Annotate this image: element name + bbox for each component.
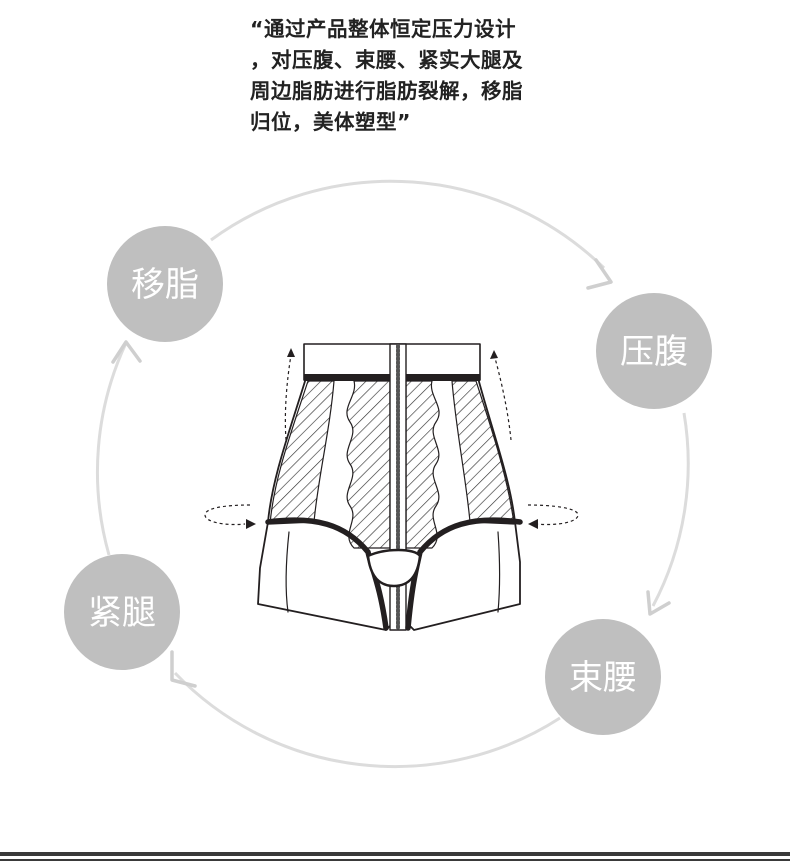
cycle-arrowhead-1 — [586, 258, 613, 290]
garment-center-panel-right — [405, 380, 440, 549]
stage-bubble-1: 移脂 — [107, 226, 223, 342]
garment-crotch-panel — [366, 548, 422, 588]
cycle-arc-bottom — [173, 671, 561, 769]
cycle-arc-top — [210, 179, 606, 270]
description-quote: “通过产品整体恒定压力设计 ，对压腹、束腰、紧实大腿及 周边脂肪进行脂肪裂解，移… — [250, 14, 590, 138]
bottom-divider-thin — [0, 859, 790, 861]
garment-leg-seam-right — [497, 531, 501, 613]
lift-arrow-icon — [284, 348, 512, 441]
stage-bubble-4: 紧腿 — [64, 554, 180, 670]
rotation-arrowhead-right — [528, 519, 538, 529]
stage-label: 束腰 — [569, 658, 637, 698]
bottom-divider — [0, 852, 790, 856]
garment-center-panel-left — [346, 380, 391, 549]
cycle-arrowhead-2 — [646, 590, 671, 616]
cycle-arc-right — [651, 412, 690, 607]
cycle-ring — [95, 179, 690, 769]
rotation-arrow-right — [527, 504, 579, 526]
garment-hip-seam — [265, 517, 523, 631]
garment-leg-seam-left — [285, 531, 290, 613]
garment-side-panel-left — [269, 380, 335, 525]
rotation-arrow-icon — [204, 504, 579, 526]
quote-line: ，对压腹、束腰、紧实大腿及 — [250, 48, 523, 72]
cycle-arc-left — [95, 342, 128, 556]
cycle-arrowhead-4 — [111, 340, 142, 364]
quote-line: 归位，美体塑型” — [250, 110, 411, 134]
stage-label: 压腹 — [620, 332, 688, 372]
lift-arrow-left — [284, 354, 292, 441]
cycle-arrow-icon — [111, 258, 671, 688]
rotation-arrowhead-left — [246, 519, 256, 529]
shapewear-garment-icon — [257, 343, 523, 631]
stage-bubble-2: 压腹 — [596, 293, 712, 409]
lift-arrow-right — [494, 357, 512, 441]
rotation-arrow-left — [204, 504, 251, 526]
quote-line: “通过产品整体恒定压力设计 — [250, 17, 516, 41]
stage-label: 紧腿 — [88, 593, 156, 633]
quote-line: 周边脂肪进行脂肪裂解，移脂 — [250, 79, 523, 103]
stage-bubble-3: 束腰 — [545, 619, 661, 735]
cycle-arrowhead-3 — [170, 650, 197, 688]
stage-label: 移脂 — [131, 265, 199, 305]
